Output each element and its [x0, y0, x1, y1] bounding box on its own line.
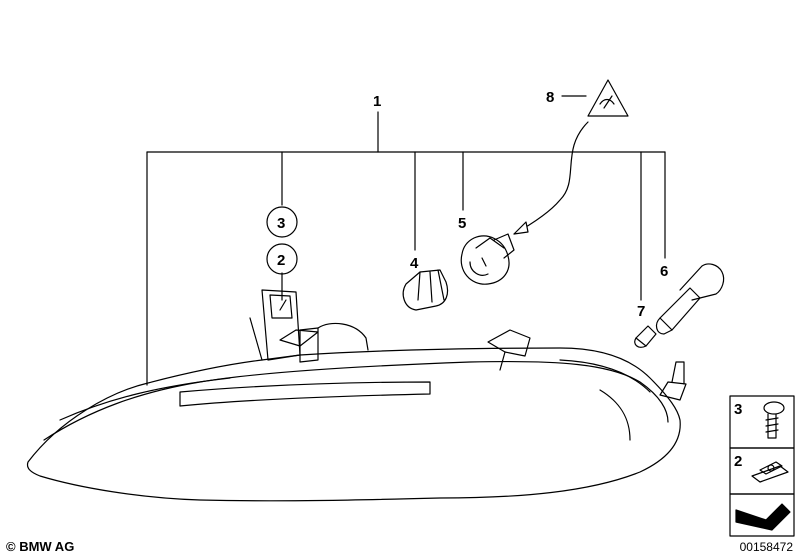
circled-ref-2-label: 2 — [277, 252, 285, 269]
callout-6: 6 — [660, 263, 668, 280]
arrow-8-to-socket — [513, 121, 589, 235]
copyright-label: © BMW AG — [6, 539, 75, 554]
socket-part-5 — [460, 233, 515, 285]
circled-ref-3-label: 3 — [277, 215, 285, 232]
side-panel-item-2-label: 2 — [734, 453, 742, 470]
bulb-part-4 — [402, 269, 449, 311]
callout-8: 8 — [546, 89, 554, 106]
callout-1-leader-tree — [146, 111, 666, 386]
diagram-number: 00158472 — [739, 540, 793, 554]
callout-5: 5 — [458, 215, 466, 232]
side-parts-panel — [729, 395, 795, 537]
bulb-part-7 — [634, 325, 657, 348]
circled-ref-2 — [266, 243, 298, 275]
headlight-housing — [26, 289, 687, 502]
callout-7: 7 — [637, 303, 645, 320]
callout-4: 4 — [410, 255, 419, 272]
callout-1: 1 — [373, 93, 381, 110]
side-panel-item-3-label: 3 — [734, 401, 742, 418]
bulb-part-6 — [655, 263, 725, 335]
warning-label-part-8 — [561, 79, 629, 117]
circled-ref-3 — [266, 206, 298, 238]
